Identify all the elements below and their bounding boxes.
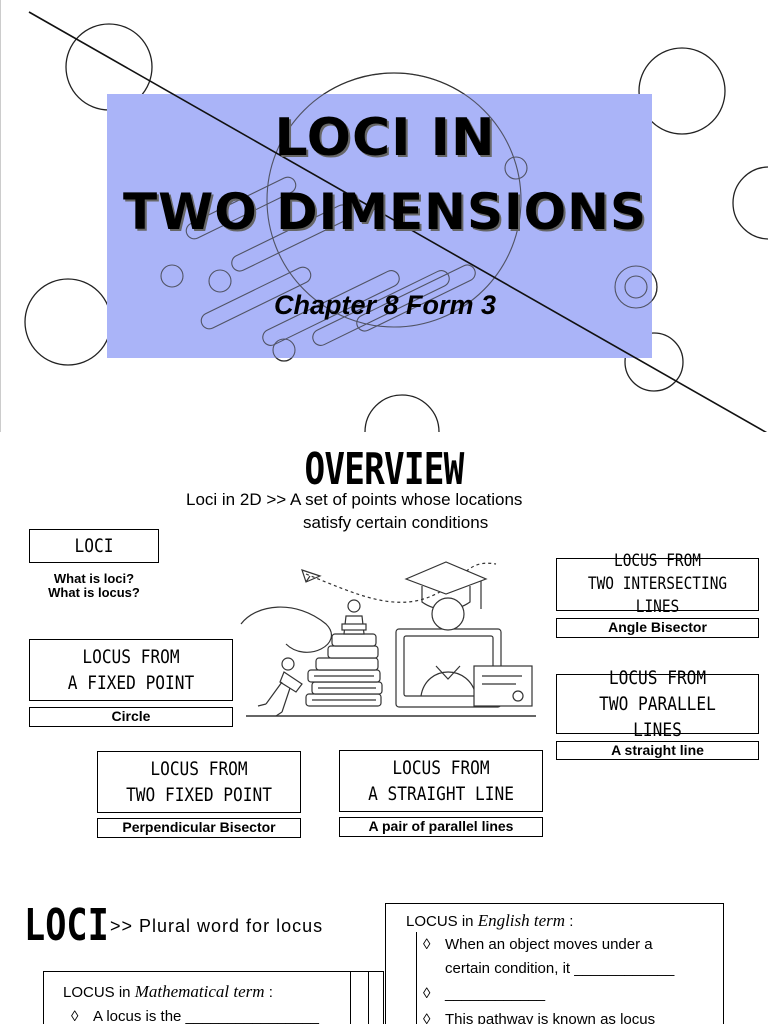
- two-fixed-points-line-2: TWO FIXED POINT: [126, 784, 272, 806]
- parallel-lines-box: LOCUS FROM TWO PARALLEL LINES: [556, 667, 759, 741]
- two-fixed-points-line-1: LOCUS FROM: [150, 758, 248, 780]
- intersecting-lines-line-2: TWO INTERSECTING LINES: [587, 574, 728, 617]
- parallel-lines-line-2: TWO PARALLEL LINES: [599, 693, 716, 741]
- flight-path: [305, 562, 497, 603]
- deco-circle: [624, 332, 684, 392]
- loci-box: LOCI: [29, 529, 159, 563]
- loci-plural-note: >> Plural word for locus: [110, 916, 324, 936]
- two-fixed-points-answer: Perpendicular Bisector: [97, 818, 301, 838]
- deco-circle: [732, 166, 768, 240]
- subtitle: Chapter 8 Form 3: [273, 290, 497, 320]
- fixed-point-answer: Circle: [29, 707, 233, 727]
- loci-box-label: LOCI: [74, 535, 114, 557]
- overview-slide: OVERVIEW Loci in 2D >> A set of points w…: [0, 436, 768, 868]
- certificate-icon: [473, 665, 533, 707]
- deco-circle: [364, 394, 440, 432]
- overview-title: OVERVIEW: [304, 444, 464, 495]
- two-fixed-points-box: LOCUS FROM TWO FIXED POINT: [97, 751, 301, 813]
- intersecting-lines-answer: Angle Bisector: [556, 618, 759, 638]
- straight-line-line-1: LOCUS FROM: [392, 757, 490, 779]
- math-box-rule: [368, 972, 369, 1024]
- parallel-lines-answer: A straight line: [556, 741, 759, 760]
- paper-plane-icon: [301, 569, 322, 583]
- english-line-3: ____________: [445, 985, 546, 1002]
- education-illustration: [240, 561, 536, 717]
- overview-description-line-1: Loci in 2D >> A set of points whose loca…: [186, 490, 523, 509]
- english-line-4: This pathway is known as locus: [445, 1011, 656, 1024]
- deco-circle: [638, 47, 726, 135]
- title-highlight-box: [107, 94, 652, 358]
- intersecting-lines-line-1: LOCUS FROM: [613, 551, 701, 571]
- fixed-point-box: LOCUS FROM A FIXED POINT: [29, 639, 233, 701]
- decorative-overlay: [28, 11, 768, 432]
- overview-description-line-2: satisfy certain conditions: [303, 513, 489, 532]
- mathematical-term-box: LOCUS in Mathematical term : ◊ A locus i…: [43, 971, 384, 1024]
- parallel-lines-line-1: LOCUS FROM: [608, 667, 707, 689]
- math-term-label: LOCUS in Mathematical term :: [63, 982, 273, 1001]
- title-slide: LOCI IN TWO DIMENSIONS Chapter 8 Form 3: [0, 0, 768, 432]
- title-line-1: LOCI IN: [274, 108, 496, 168]
- math-box-rule: [350, 972, 351, 1024]
- english-term-label: LOCUS in English term :: [406, 911, 574, 930]
- intersecting-lines-box: LOCUS FROM TWO INTERSECTING LINES: [556, 551, 759, 617]
- pushing-person-icon: [257, 657, 303, 717]
- fixed-point-line-1: LOCUS FROM: [82, 646, 180, 668]
- straight-line-answer: A pair of parallel lines: [339, 817, 543, 837]
- english-bullet: ◊: [423, 936, 431, 953]
- title-line-2: TWO DIMENSIONS: [122, 183, 647, 241]
- loci-definition-slide: LOCI >> Plural word for locus LOCUS in E…: [0, 870, 768, 1024]
- loci-question-2: What is locus?: [48, 585, 140, 600]
- graduation-cap-icon: [404, 561, 488, 595]
- math-bullet: ◊: [71, 1008, 79, 1024]
- english-bullet: ◊: [423, 1011, 431, 1024]
- straight-line-box: LOCUS FROM A STRAIGHT LINE: [339, 750, 543, 812]
- english-bullet: ◊: [423, 985, 431, 1002]
- loci-heading: LOCI: [24, 900, 109, 951]
- english-term-box: LOCUS in English term : ◊ When an object…: [385, 903, 724, 1024]
- diagonal-line: [28, 11, 768, 432]
- english-box-rule: [416, 932, 417, 1024]
- english-line-1: When an object moves under a: [445, 936, 653, 953]
- straight-line-line-2: A STRAIGHT LINE: [368, 783, 514, 805]
- english-line-2: certain condition, it ____________: [445, 960, 675, 977]
- loci-question-1: What is loci?: [53, 571, 135, 586]
- book-stack-icon: [305, 633, 383, 707]
- fixed-point-line-2: A FIXED POINT: [67, 672, 195, 694]
- swirl-line: [240, 606, 333, 653]
- math-line-1: A locus is the ________________: [93, 1008, 320, 1024]
- reading-person-icon: [341, 599, 367, 635]
